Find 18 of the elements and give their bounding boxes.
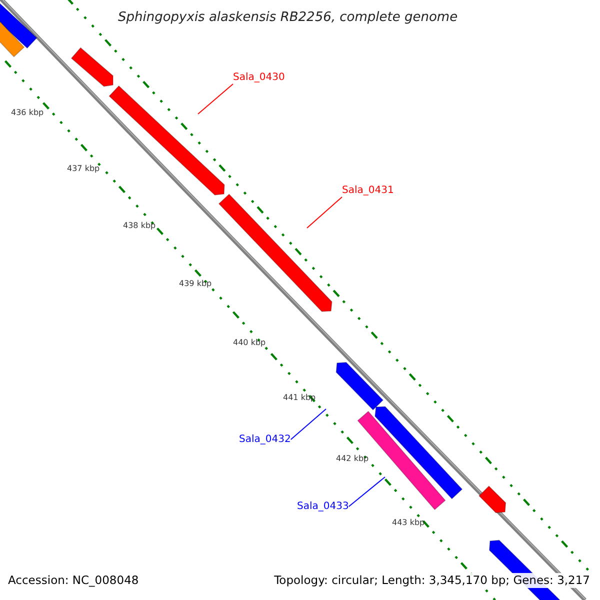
genome-summary-text: Topology: circular; Length: 3,345,170 bp; Genes: 3,217 (272, 573, 592, 588)
gene-label: Sala_0430 (233, 71, 285, 84)
gene-label: Sala_0433 (297, 500, 349, 513)
scale-label: 440 kbp (233, 337, 266, 348)
diagram-title: Sphingopyxis alaskensis RB2256, complete genome (118, 9, 458, 27)
gene-label: Sala_0432 (239, 433, 291, 446)
scale-label: 439 kbp (179, 278, 212, 289)
scale-label: 437 kbp (67, 163, 100, 174)
scale-label: 436 kbp (11, 107, 44, 118)
leader-line (348, 476, 386, 507)
leader-line (306, 196, 342, 228)
accession-text: Accession: NC_008048 (6, 573, 141, 588)
leader-line (198, 84, 234, 114)
scale-label: 438 kbp (123, 220, 156, 231)
leader-line (290, 408, 326, 440)
scale-label: 443 kbp (392, 517, 425, 528)
gene-label: Sala_0431 (342, 184, 394, 197)
scale-label: 442 kbp (336, 453, 369, 464)
